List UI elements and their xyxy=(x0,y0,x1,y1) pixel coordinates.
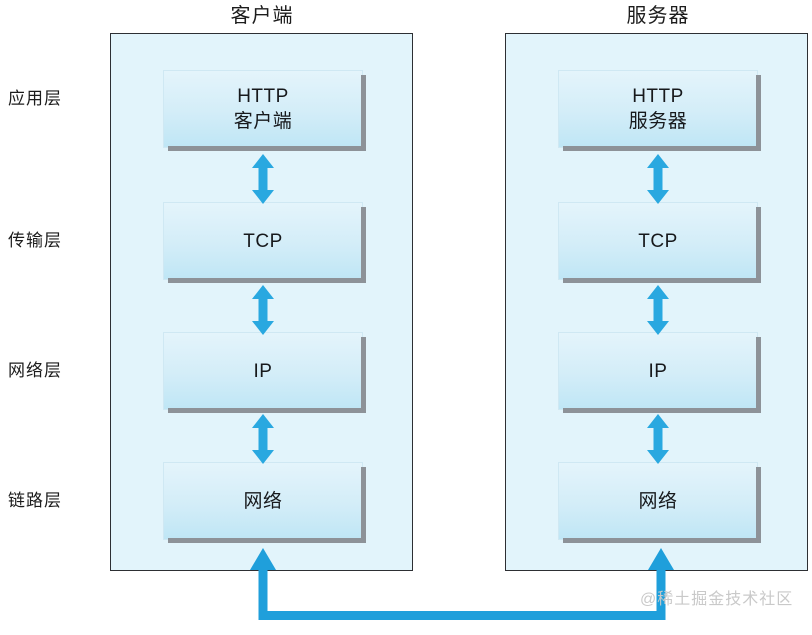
client-box-application: HTTP 客户端 xyxy=(163,70,366,151)
server-arrow-transport-network-icon xyxy=(645,285,671,335)
server-arrow-network-link-icon xyxy=(645,414,671,464)
client-box-transport: TCP xyxy=(163,202,366,283)
client-box-link-line1: 网络 xyxy=(243,490,283,512)
layer-label-link: 链路层 xyxy=(8,491,62,510)
server-box-application-line1: HTTP xyxy=(632,86,684,107)
layer-label-transport: 传输层 xyxy=(8,231,62,250)
client-box-application-line1: HTTP xyxy=(237,86,289,107)
client-column-title: 客户端 xyxy=(230,5,294,27)
client-box-network-line1: IP xyxy=(253,360,273,382)
server-box-transport-line1: TCP xyxy=(638,230,678,252)
client-box-transport-line1: TCP xyxy=(243,230,283,252)
client-box-link: 网络 xyxy=(163,462,366,543)
client-arrow-transport-network-icon xyxy=(250,285,276,335)
server-box-network-line1: IP xyxy=(648,360,668,382)
watermark-text: @稀土掘金技术社区 xyxy=(640,591,794,608)
server-box-link-line1: 网络 xyxy=(638,490,678,512)
server-column-title: 服务器 xyxy=(626,5,690,27)
server-arrow-app-transport-icon xyxy=(645,154,671,204)
client-arrow-app-transport-icon xyxy=(250,154,276,204)
physical-link-connector-icon xyxy=(240,540,685,635)
server-box-application-line2: 服务器 xyxy=(628,111,688,132)
client-arrow-network-link-icon xyxy=(250,414,276,464)
layer-label-application: 应用层 xyxy=(8,89,62,108)
server-box-application: HTTP 服务器 xyxy=(558,70,761,151)
server-box-link: 网络 xyxy=(558,462,761,543)
client-box-network: IP xyxy=(163,332,366,413)
server-box-transport: TCP xyxy=(558,202,761,283)
server-box-network: IP xyxy=(558,332,761,413)
layer-label-network: 网络层 xyxy=(8,361,62,380)
client-box-application-line2: 客户端 xyxy=(233,111,293,132)
